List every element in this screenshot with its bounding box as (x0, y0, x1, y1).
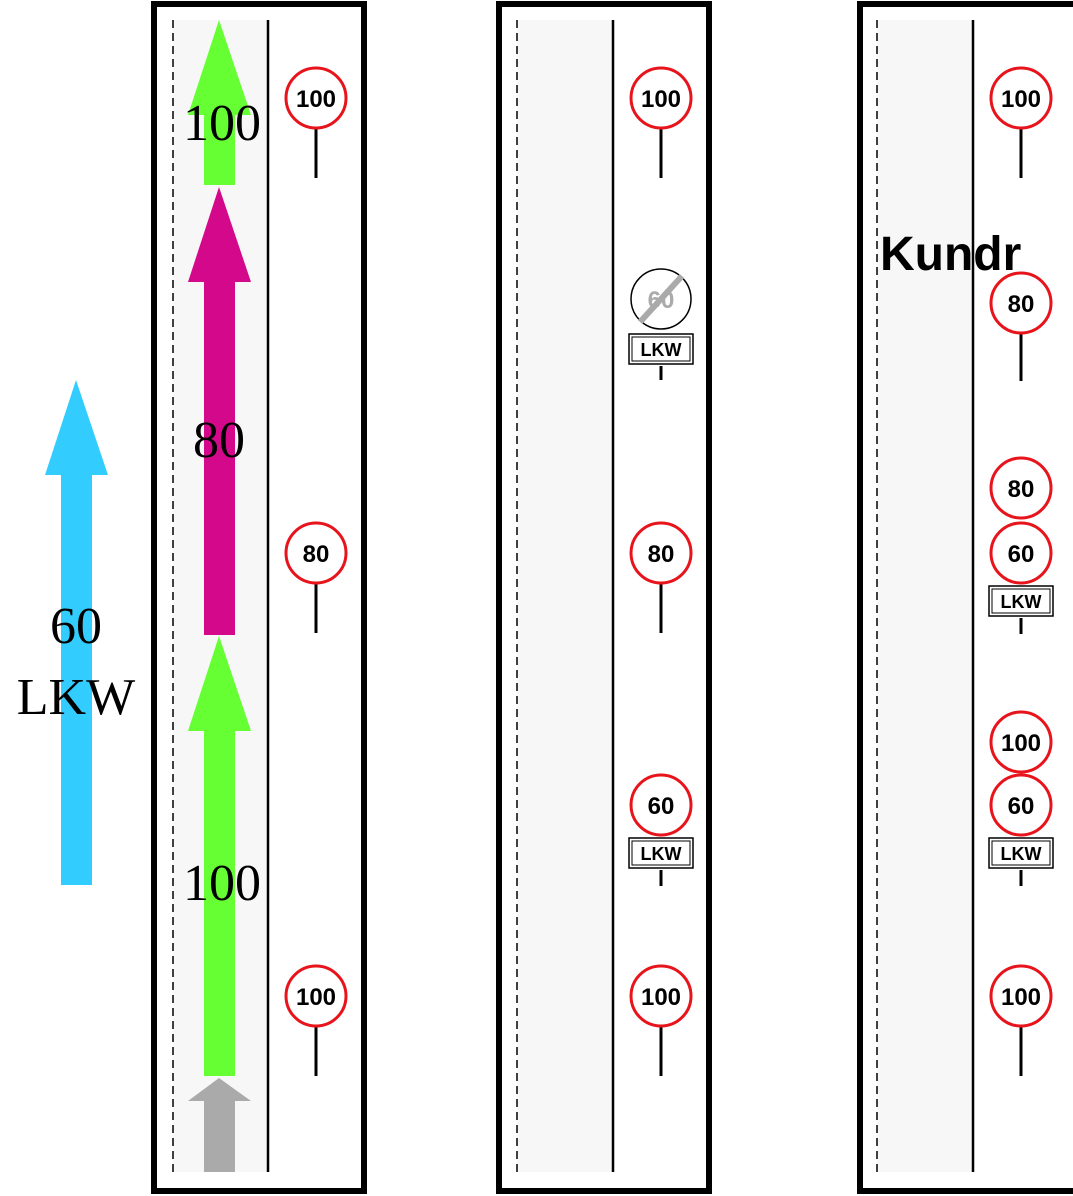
speed-limit-sign (629, 66, 693, 130)
lkw-arrow-label: LKW (17, 669, 135, 726)
panel-1-sign-100-bottom: 100 (284, 964, 348, 1076)
sign-text: 80 (648, 541, 675, 568)
lkw-plate (988, 837, 1054, 869)
arrow-80 (188, 187, 251, 635)
panel-2-sign-end-60-lkw: 60 LKW (628, 268, 694, 380)
lkw-plate-inner (991, 588, 1051, 614)
panel-1-sign-80: 80 (284, 521, 348, 633)
plate-text: LKW (641, 844, 682, 864)
panel-3-overlay-text: Kundr (880, 228, 1021, 281)
lkw-arrow-speed: 60 (50, 598, 102, 655)
speed-limit-sign (629, 773, 693, 837)
arrow-100-bottom-label: 100 (183, 855, 261, 912)
panel-3-sign-80-mid: 80 (989, 456, 1053, 520)
panel-3-sign-100-bottom: 100 (989, 964, 1053, 1076)
panel-3-sign-100-top: 100 (989, 66, 1053, 178)
lkw-plate (628, 837, 694, 869)
lkw-plate (628, 333, 694, 365)
road-panel-3: 100 Kundr 80 80 60 LKW 100 60 (857, 1, 1073, 1194)
sign-text: 100 (1001, 984, 1041, 1011)
plate-text: LKW (641, 340, 682, 360)
speed-limit-sign (989, 456, 1053, 520)
arrow-100-top (188, 20, 251, 185)
sign-text: 60 (648, 793, 675, 820)
sign-text: 60 (1008, 793, 1035, 820)
arrow-100-top-label: 100 (183, 95, 261, 152)
speed-limit-sign (989, 66, 1053, 130)
lkw-plate (988, 585, 1054, 617)
speed-limit-sign (284, 521, 348, 585)
panel-3-sign-60-lkw-upper: 60 LKW (988, 521, 1054, 634)
lkw-arrow-shape (45, 380, 108, 885)
speed-limit-sign (629, 521, 693, 585)
lkw-plate-inner (631, 336, 691, 362)
sign-text: 100 (641, 86, 681, 113)
speed-limit-sign (989, 773, 1053, 837)
panel-3-sign-100-mid: 100 (989, 710, 1053, 774)
road-panel-1: 100 80 100 100 80 100 (151, 1, 367, 1194)
arrow-80-label: 80 (193, 412, 245, 469)
lkw-plate-inner (991, 840, 1051, 866)
sign-text: 80 (1008, 476, 1035, 503)
plate-text: LKW (1001, 592, 1042, 612)
speed-limit-sign (989, 271, 1053, 335)
panel-3-sign-80-upper: 80 (989, 271, 1053, 381)
speed-limit-sign (989, 964, 1053, 1028)
panel-2-sign-100-bottom: 100 (629, 964, 693, 1076)
end-sign-strike (637, 273, 685, 325)
sign-text: 60 (1008, 541, 1035, 568)
lkw-speed-arrow: 60 LKW (17, 380, 135, 885)
speed-limit-sign (989, 710, 1053, 774)
panel-1-sign-100-top: 100 (284, 66, 348, 178)
sign-text: 100 (296, 86, 336, 113)
speed-limit-sign (629, 964, 693, 1028)
plate-text: LKW (1001, 844, 1042, 864)
sign-text: 100 (641, 984, 681, 1011)
panel-2-lane (517, 20, 613, 1172)
arrow-entry (188, 1078, 251, 1172)
panel-2-sign-80: 80 (629, 521, 693, 633)
speed-limit-sign (284, 964, 348, 1028)
sign-text: 80 (1008, 291, 1035, 318)
sign-text: 100 (1001, 730, 1041, 757)
speed-limit-sign (989, 521, 1053, 585)
sign-text: 100 (296, 984, 336, 1011)
speed-limit-sign (284, 66, 348, 130)
lkw-plate-inner (631, 840, 691, 866)
panel-2-sign-100-top: 100 (629, 66, 693, 178)
sign-text: 80 (303, 541, 330, 568)
panel-3-sign-60-lkw-lower: 60 LKW (988, 773, 1054, 886)
arrow-100-bottom (188, 636, 251, 1076)
road-panel-2: 100 60 LKW 80 60 LKW 100 (496, 1, 712, 1194)
sign-text: 100 (1001, 86, 1041, 113)
panel-3-lane (877, 20, 973, 1172)
panel-2-sign-60-lkw: 60 LKW (628, 773, 694, 886)
